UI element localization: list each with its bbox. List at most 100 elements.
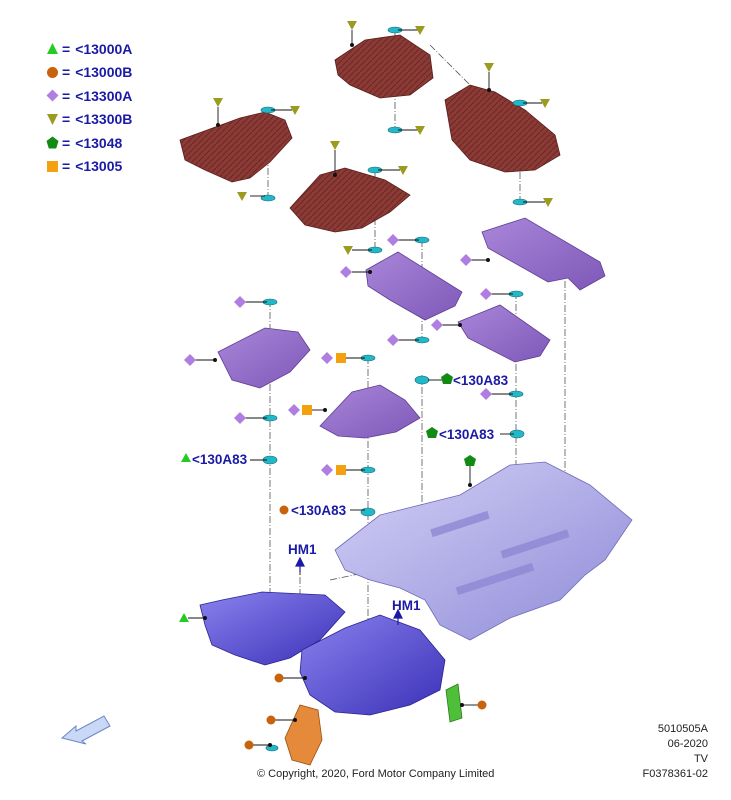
floor-pan <box>334 461 633 641</box>
diamond-marker <box>387 234 399 246</box>
legend: =<13000A=<13000B=<13300A=<13300B=<13048=… <box>46 37 132 178</box>
legend-row: =<13005 <box>46 155 132 179</box>
circle-marker <box>274 673 284 683</box>
triangle-down-marker <box>330 141 340 150</box>
copyright-text: © Copyright, 2020, Ford Motor Company Li… <box>257 768 495 780</box>
pentagon-marker <box>464 455 476 466</box>
triangle-down-marker <box>347 21 357 30</box>
square-marker <box>336 353 346 363</box>
triangle-down-marker <box>415 26 425 35</box>
legend-label: <13048 <box>75 134 123 151</box>
clip <box>265 744 279 752</box>
legend-equals: = <box>62 111 71 128</box>
triangle-down-marker <box>484 63 494 72</box>
symbols-13000A <box>179 453 191 622</box>
floor-mat-front-right <box>289 167 411 233</box>
legend-label: <13005 <box>75 158 123 175</box>
symbols-13005 <box>302 353 346 475</box>
legend-row: =<13300B <box>46 108 132 132</box>
square-icon <box>46 160 59 173</box>
triangle-up-marker <box>179 613 189 622</box>
leader-lines <box>188 29 545 746</box>
ref-date: 06-2020 <box>667 738 708 750</box>
triangle-up-marker <box>181 453 191 462</box>
legend-equals: = <box>62 40 71 57</box>
callout-hm1-right: HM1 <box>392 598 421 613</box>
legend-row: =<13000B <box>46 61 132 85</box>
callout-130A83-2: <130A83 <box>439 427 495 442</box>
clip <box>414 375 430 385</box>
pentagon-marker <box>426 427 438 438</box>
diamond-marker <box>460 254 472 266</box>
diamond-marker <box>288 404 300 416</box>
insert-panel-4 <box>217 327 311 389</box>
legend-equals: = <box>62 64 71 81</box>
pentagon-marker <box>441 373 453 384</box>
pentagon-icon <box>46 136 59 149</box>
triangle-down-marker <box>237 192 247 201</box>
symbols-13300A <box>184 234 492 476</box>
square-marker <box>302 405 312 415</box>
clip <box>360 507 376 517</box>
circle-icon <box>46 66 59 79</box>
floor-mat-second-row <box>334 34 434 99</box>
diamond-marker <box>340 266 352 278</box>
diamond-marker <box>321 464 333 476</box>
pad-green <box>445 683 463 723</box>
floor-pan-ribs <box>430 510 570 596</box>
triangle-down-marker <box>540 99 550 108</box>
callout-130A83-3: <130A83 <box>192 452 248 467</box>
triangle-down-marker <box>213 98 223 107</box>
triangle-down-icon <box>46 113 59 126</box>
triangle-down-marker <box>290 106 300 115</box>
circle-marker <box>477 700 487 710</box>
leader-dots <box>203 43 491 747</box>
legend-label: <13000A <box>75 40 133 57</box>
carpet-front-right <box>299 614 446 716</box>
heel-pad-orange <box>284 704 323 766</box>
direction-arrow-icon <box>60 715 111 745</box>
callout-hm1-left: HM1 <box>288 542 317 557</box>
legend-equals: = <box>62 158 71 175</box>
floor-mat-front-left <box>179 111 293 183</box>
legend-label: <13000B <box>75 64 133 81</box>
legend-label: <13300B <box>75 111 133 128</box>
symbols-13048 <box>426 373 476 466</box>
diamond-marker <box>234 412 246 424</box>
clip-fasteners <box>260 26 528 752</box>
triangle-down-marker <box>398 166 408 175</box>
ref-code-1: 5010505A <box>657 723 708 735</box>
legend-row: =<13300A <box>46 84 132 108</box>
triangle-down-marker <box>415 126 425 135</box>
diamond-icon <box>46 89 59 102</box>
circle-marker <box>266 715 276 725</box>
floor-mat-third-row <box>444 84 561 173</box>
ref-code-4: F0378361-02 <box>642 768 708 780</box>
insert-panel-3 <box>457 304 551 363</box>
legend-row: =<13048 <box>46 131 132 155</box>
symbols-13000B <box>244 505 487 750</box>
diamond-marker <box>234 296 246 308</box>
hm-arrows <box>295 556 403 624</box>
callout-130A83-1: <130A83 <box>453 373 509 388</box>
square-marker <box>336 465 346 475</box>
ref-code-3: TV <box>693 753 708 765</box>
diamond-marker <box>480 388 492 400</box>
circle-marker <box>279 505 289 515</box>
triangle-down-marker <box>543 198 553 207</box>
callout-130A83-4: <130A83 <box>291 503 347 518</box>
diamond-marker <box>480 288 492 300</box>
diamond-marker <box>387 334 399 346</box>
triangle-down-marker <box>343 246 353 255</box>
diamond-marker <box>321 352 333 364</box>
legend-row: =<13000A <box>46 37 132 61</box>
insert-panel-1 <box>365 251 463 321</box>
diamond-marker <box>184 354 196 366</box>
insert-panel-5 <box>319 384 421 439</box>
legend-equals: = <box>62 87 71 104</box>
clip <box>260 194 276 202</box>
diamond-marker <box>431 319 443 331</box>
circle-marker <box>244 740 254 750</box>
legend-equals: = <box>62 134 71 151</box>
